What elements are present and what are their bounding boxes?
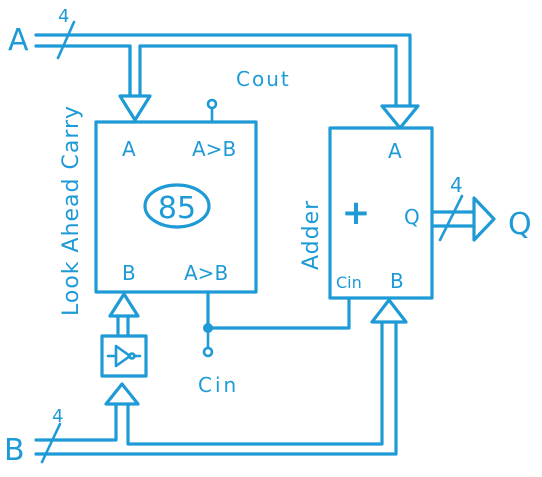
adder-b-arrow (370, 298, 408, 324)
inverter-in-arrow (104, 382, 140, 406)
output-q-width-tick (438, 194, 464, 242)
input-a-bus (34, 33, 412, 108)
output-q-width-label: 4 (450, 173, 463, 197)
input-b-label: B (4, 433, 25, 468)
lookahead-pin-a-gt-b-bottom: A>B (184, 261, 228, 285)
lookahead-a-arrow (118, 94, 152, 122)
adder-a-arrow (380, 104, 420, 130)
input-a-label: A (8, 23, 29, 58)
input-a-width-tick (56, 20, 76, 60)
adder-plus-operator: + (342, 193, 371, 233)
cin-label: Cin (198, 373, 239, 397)
lookahead-pin-a: A (122, 137, 136, 161)
lookahead-side-label: Look Ahead Carry (59, 105, 84, 316)
output-q-arrow (472, 196, 496, 242)
input-a-width-label: 4 (58, 6, 69, 27)
input-b-bus (34, 320, 398, 456)
lookahead-a-arrow-stem (128, 44, 142, 98)
lookahead-block (94, 120, 258, 294)
lookahead-pin-a-gt-b-top: A>B (192, 137, 236, 161)
lookahead-b-arrow (108, 292, 140, 318)
input-b-width-tick (40, 422, 62, 464)
lookahead-pin-b: B (122, 261, 136, 285)
carry-line (206, 290, 351, 330)
output-q-label: Q (508, 207, 532, 242)
input-b-width-label: 4 (52, 406, 63, 427)
chip-id-label: 85 (158, 191, 196, 226)
cout-terminal (206, 98, 218, 110)
adder-pin-q: Q (404, 205, 420, 229)
adder-side-label: Adder (299, 200, 324, 270)
adder-pin-cin: Cin (336, 273, 362, 292)
adder-pin-b: B (390, 269, 404, 293)
cout-label: Cout (236, 67, 291, 91)
cin-terminal (202, 346, 214, 358)
inverter-box (100, 334, 148, 378)
not-gate-icon (106, 344, 142, 368)
adder-pin-a: A (388, 139, 402, 163)
chip-id-circle (143, 183, 211, 229)
inverter-out-stem (116, 314, 130, 338)
